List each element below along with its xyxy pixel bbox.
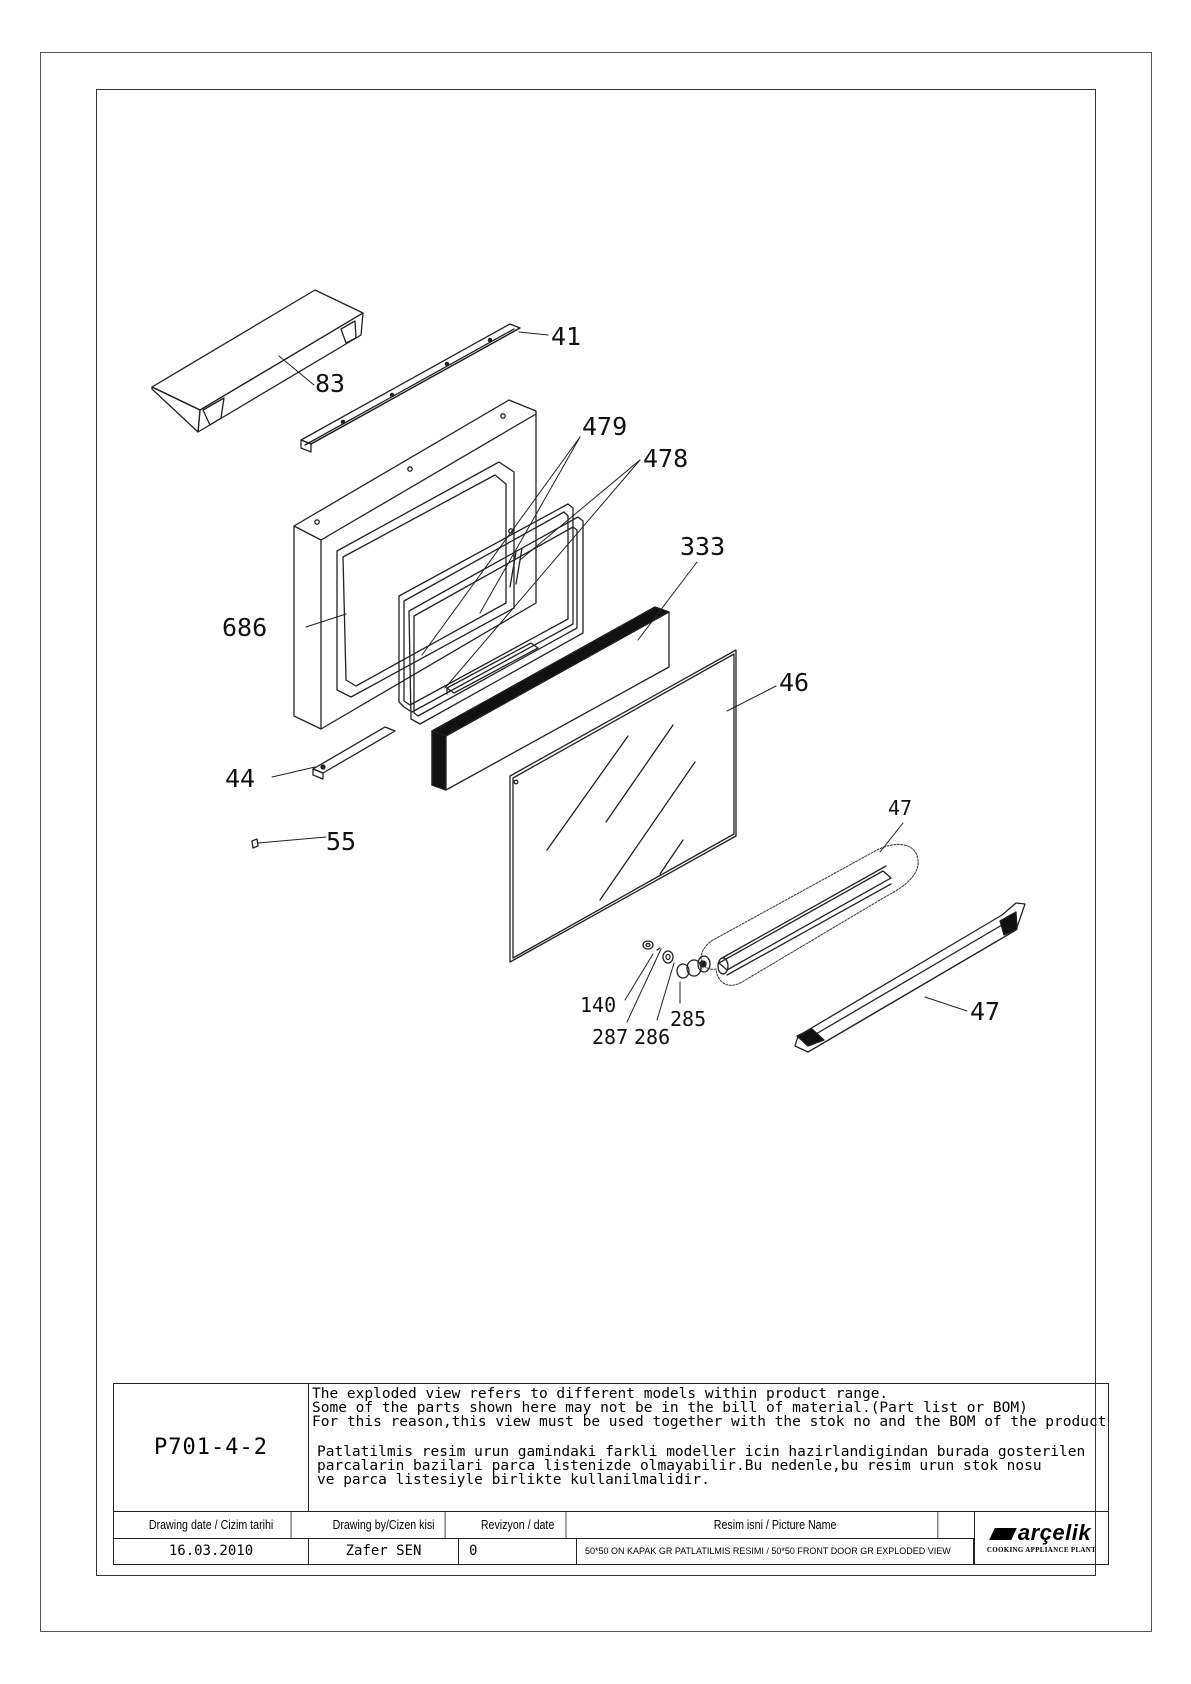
note-turkish: Patlatilmis resim urun gamindaki farkli …	[317, 1444, 1086, 1488]
part-333-strip	[431, 606, 670, 791]
header-picture-name: Resim isni / Picture Name	[613, 1511, 939, 1538]
leader-lines	[257, 331, 968, 1023]
drawn-by: Zafer SEN	[309, 1538, 459, 1564]
header-drawn-by: Drawing by/Cizen kisi	[323, 1511, 446, 1538]
label-46: 46	[779, 668, 809, 697]
part-44-bar	[312, 726, 396, 780]
label-41: 41	[551, 322, 581, 351]
label-285: 285	[670, 1007, 706, 1031]
label-44: 44	[225, 764, 255, 793]
header-revision: Revizyon / date	[470, 1511, 567, 1538]
label-686: 686	[222, 613, 267, 642]
part-labels: 83 41 479 478 333 686 46 44 55 47 47 140…	[222, 322, 1000, 1049]
outer-border	[40, 52, 1152, 1632]
revision: 0	[459, 1538, 577, 1564]
title-block: P701-4-2 The exploded view refers to dif…	[113, 1383, 1109, 1565]
drawing-date: 16.03.2010	[114, 1538, 309, 1564]
label-333: 333	[680, 532, 725, 561]
notes: The exploded view refers to different mo…	[309, 1384, 1108, 1511]
label-286: 286	[634, 1025, 670, 1049]
brand-name: arçelik	[1017, 1519, 1092, 1545]
label-47-bottom: 47	[970, 997, 1000, 1026]
part-number: P701-4-2	[114, 1384, 309, 1511]
label-478: 478	[643, 444, 688, 473]
label-55: 55	[326, 827, 356, 856]
part-41-bar	[300, 323, 521, 453]
note-english: The exploded view refers to different mo…	[312, 1386, 1107, 1430]
label-47-top: 47	[888, 796, 912, 820]
picture-name: 50*50 ON KAPAK GR PATLATILMIS RESIMI / 5…	[577, 1538, 974, 1564]
label-479: 479	[582, 412, 627, 441]
part-47-handle-tube	[700, 843, 919, 986]
inner-border	[96, 89, 1096, 1576]
part-478-gasket	[408, 516, 584, 725]
divider	[114, 1511, 1108, 1512]
logo-mark-icon	[989, 1527, 1017, 1540]
small-parts-group	[642, 940, 711, 979]
brand-subtitle: COOKING APPLIANCE PLANT	[986, 1545, 1097, 1554]
part-479-gasket	[398, 503, 574, 713]
arcelik-logo: arçelik COOKING APPLIANCE PLANT	[974, 1511, 1108, 1564]
header-drawing-date: Drawing date / Cizim tarihi	[132, 1511, 292, 1538]
part-686-frame	[293, 399, 537, 730]
part-55-clip	[251, 838, 259, 849]
divider	[114, 1538, 974, 1539]
part-47-handle-bar	[794, 902, 1026, 1053]
part-46-glass	[509, 649, 737, 963]
label-140: 140	[580, 993, 616, 1017]
label-287: 287	[592, 1025, 628, 1049]
label-83: 83	[315, 369, 345, 398]
part-83-cover	[151, 289, 364, 433]
